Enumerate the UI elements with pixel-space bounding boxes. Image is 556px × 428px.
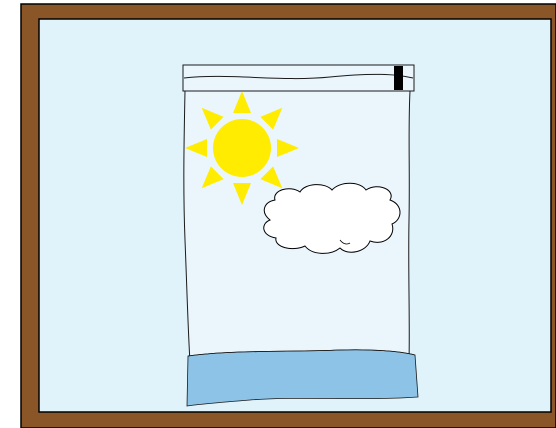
zip-tab [394, 66, 403, 90]
sun-icon [185, 91, 299, 205]
zip-seal [183, 65, 414, 91]
water-layer [187, 350, 418, 406]
sun-core [213, 119, 271, 177]
